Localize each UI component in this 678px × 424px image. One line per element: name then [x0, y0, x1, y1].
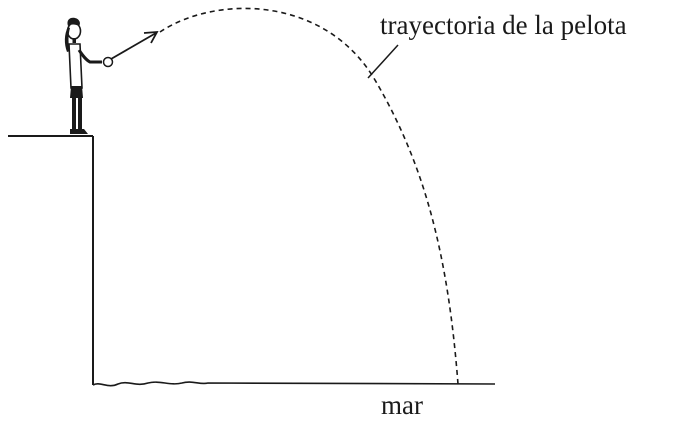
person-throwing-ball-icon: [64, 17, 114, 134]
trajectory-label: trayectoria de la pelota: [380, 10, 627, 40]
velocity-arrow: [110, 30, 159, 60]
shoes: [70, 129, 88, 134]
sea-label: mar: [381, 390, 423, 420]
sea-line: [92, 381, 496, 387]
velocity-arrow-shaft: [110, 32, 157, 60]
ball-trajectory: [159, 7, 459, 385]
trajectory-leader-line: [367, 44, 399, 79]
hair: [67, 17, 80, 26]
arm: [77, 49, 102, 64]
cliff: [8, 135, 94, 385]
neck: [72, 38, 76, 43]
velocity-arrow-head: [143, 30, 159, 44]
shorts: [70, 86, 83, 98]
leg-left: [72, 97, 76, 130]
leg-right: [78, 97, 82, 130]
ball: [102, 56, 114, 68]
